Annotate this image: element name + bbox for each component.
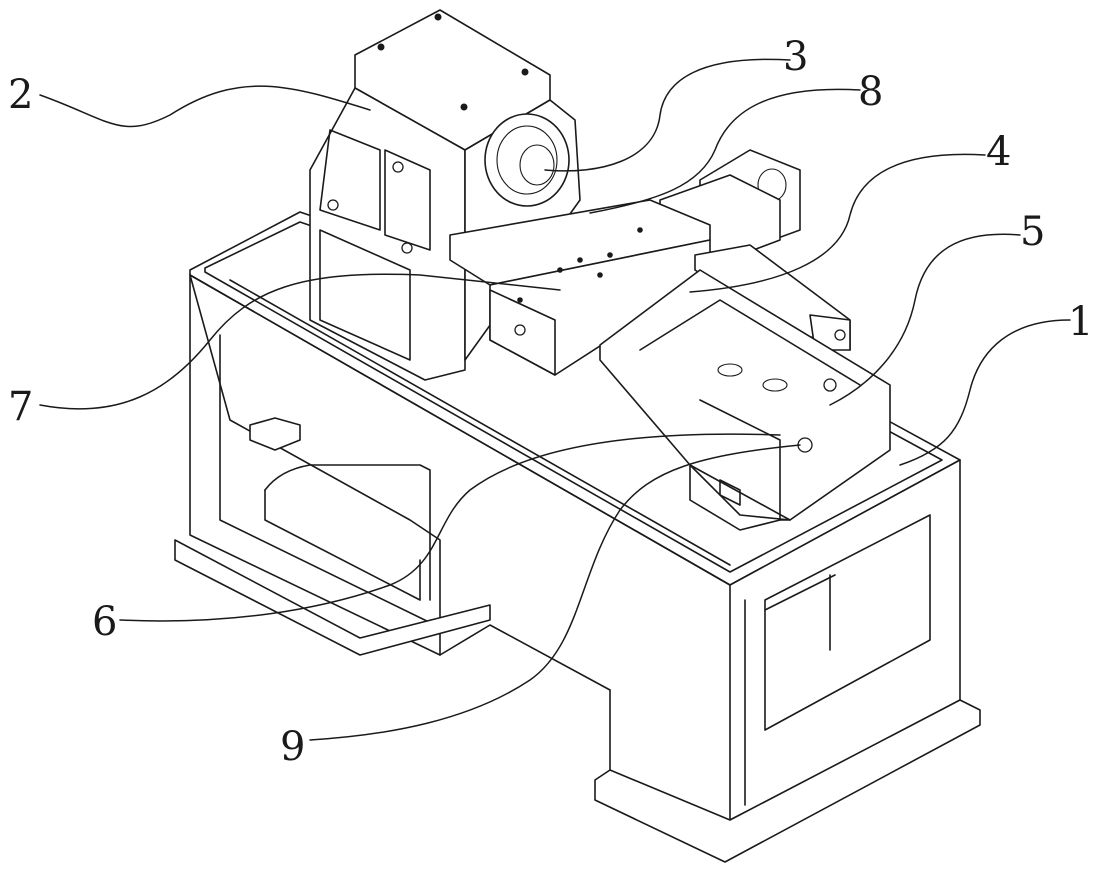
callout-9: 9 (280, 724, 305, 770)
callout-3: 3 (783, 34, 808, 80)
callout-8: 8 (858, 69, 883, 115)
callout-5: 5 (1020, 209, 1045, 255)
callout-6: 6 (92, 599, 117, 645)
leader-2 (40, 86, 370, 126)
callout-7: 7 (8, 384, 33, 430)
callout-1: 1 (1068, 299, 1093, 345)
callout-4: 4 (986, 129, 1011, 175)
callout-2: 2 (8, 72, 33, 118)
